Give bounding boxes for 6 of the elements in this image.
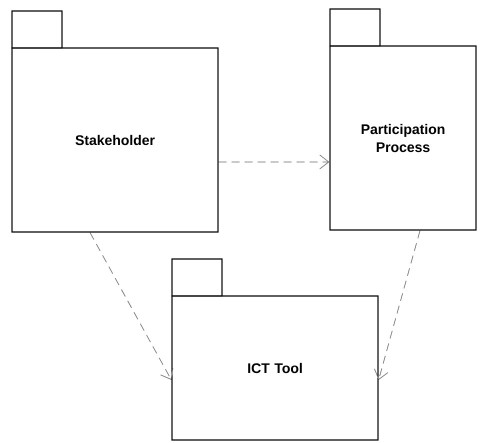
package-box: Participation Process (329, 8, 477, 231)
package-box: Stakeholder (11, 10, 219, 233)
dependency-arrow (374, 230, 420, 380)
package-box: ICT Tool (171, 258, 379, 441)
dependency-arrow (218, 154, 330, 170)
dependency-arrow (90, 232, 174, 380)
